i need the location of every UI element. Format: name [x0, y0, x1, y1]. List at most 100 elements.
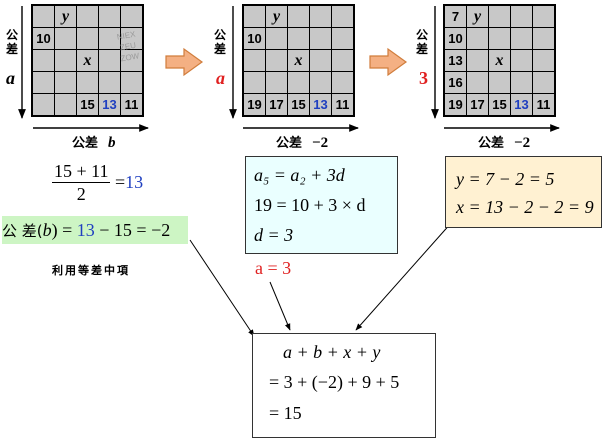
grid-cell: y	[55, 6, 76, 27]
grid-cell	[533, 6, 554, 27]
panel-2-vertical-label: 公差	[214, 28, 227, 56]
grid-cell	[99, 6, 120, 27]
grid-cell	[55, 28, 76, 49]
grid-cell	[288, 6, 309, 27]
grid-cell	[266, 28, 287, 49]
grid-cell: 13	[445, 50, 466, 71]
right-equation-box: y = 7 − 2 = 5 x = 13 − 2 − 2 = 9	[445, 156, 602, 228]
right-line-1: y = 7 − 2 = 5	[456, 169, 555, 189]
grid-cell: 7	[445, 6, 466, 27]
grid-cell	[489, 72, 510, 93]
grid-cell	[511, 28, 532, 49]
right-line-2: x = 13 − 2 − 2 = 9	[456, 197, 594, 217]
panel-3-horizontal-label: 公差−2	[478, 135, 531, 151]
grid-cell	[288, 28, 309, 49]
grid-cell	[244, 6, 265, 27]
grid-cell	[121, 50, 142, 71]
grid-cell	[55, 94, 76, 115]
grid-cell	[467, 72, 488, 93]
grid-cell: x	[77, 50, 98, 71]
grid-cell: 11	[533, 94, 554, 115]
grid-cell: 15	[77, 94, 98, 115]
grid-cell: 19	[244, 94, 265, 115]
grid-cell	[310, 28, 331, 49]
grid-cell	[511, 72, 532, 93]
grid-cell	[266, 72, 287, 93]
grid-cell: 11	[332, 94, 353, 115]
midpoint-fraction: 15 + 11 2 =13	[52, 160, 143, 205]
sum-line-3: = 15	[269, 403, 302, 423]
grid-cell	[55, 50, 76, 71]
panel-1-vertical-value: a	[6, 68, 15, 88]
grid-cell	[332, 72, 353, 93]
grid-cell	[244, 50, 265, 71]
grid-cell	[310, 50, 331, 71]
watermark: NIEX ZEU ZOW	[116, 29, 140, 64]
grid-cell	[511, 50, 532, 71]
grid-cell: 17	[266, 94, 287, 115]
grid-cell	[33, 50, 54, 71]
a-value: a = 3	[255, 258, 292, 278]
difference-b-equation: 公 差(b) = 13 − 15 = −2	[2, 216, 188, 244]
grid-cell	[99, 50, 120, 71]
grid-cell	[77, 6, 98, 27]
panel-3-vertical-label: 公差	[416, 28, 429, 56]
grid-cell	[121, 72, 142, 93]
grid-cell	[77, 28, 98, 49]
grid-cell: 15	[288, 94, 309, 115]
middle-line-1: a₅ = a₂ + 3d	[254, 165, 345, 185]
grid-cell	[533, 28, 554, 49]
grid-cell: 15	[489, 94, 510, 115]
grid-cell: 10	[33, 28, 54, 49]
grid-cell: 17	[467, 94, 488, 115]
grid-cell: 13	[99, 94, 120, 115]
grid-cell: 16	[445, 72, 466, 93]
panel-3-vertical-value: 3	[419, 68, 428, 88]
middle-line-2: 19 = 10 + 3 × d	[254, 195, 366, 215]
grid-cell	[33, 94, 54, 115]
sum-line-1: a + b + x + y	[283, 342, 381, 362]
grid-cell: 13	[511, 94, 532, 115]
fraction-numerator: 15 + 11	[52, 161, 111, 183]
grid-cell	[121, 28, 142, 49]
grid-cell: 10	[244, 28, 265, 49]
grid-cell	[511, 6, 532, 27]
block-arrow-2	[369, 47, 408, 77]
middle-line-3: d = 3	[254, 225, 294, 245]
connector-left	[189, 239, 255, 337]
grid-cell: 10	[445, 28, 466, 49]
grid-cell	[489, 6, 510, 27]
grid-cell	[332, 28, 353, 49]
grid-cell	[310, 72, 331, 93]
sum-line-2: = 3 + (−2) + 9 + 5	[269, 372, 400, 392]
grid-cell	[310, 6, 331, 27]
fraction-equals: =	[114, 172, 126, 192]
grid-cell: 19	[445, 94, 466, 115]
middle-equation-box: a₅ = a₂ + 3d 19 = 10 + 3 × d d = 3	[245, 156, 398, 254]
fraction-result: 13	[125, 172, 144, 192]
fraction-denominator: 2	[76, 184, 86, 204]
grid-cell	[489, 28, 510, 49]
connector-middle	[269, 281, 291, 331]
grid-cell: x	[489, 50, 510, 71]
grid-cell	[266, 50, 287, 71]
grid-cell: y	[467, 6, 488, 27]
grid-cell	[467, 28, 488, 49]
panel-1-vertical-label: 公差	[6, 28, 19, 56]
grid-cell	[55, 72, 76, 93]
grid-cell: x	[288, 50, 309, 71]
grid-cell	[99, 72, 120, 93]
sum-box: a + b + x + y = 3 + (−2) + 9 + 5 = 15	[252, 333, 436, 438]
grid-cell	[244, 72, 265, 93]
grid-cell	[332, 6, 353, 27]
block-arrow-1	[165, 47, 204, 77]
grid-cell: y	[266, 6, 287, 27]
grid-cell	[332, 50, 353, 71]
grid-cell: 11	[121, 94, 142, 115]
grid-cell	[33, 6, 54, 27]
panel-2-vertical-value: a	[216, 68, 225, 88]
